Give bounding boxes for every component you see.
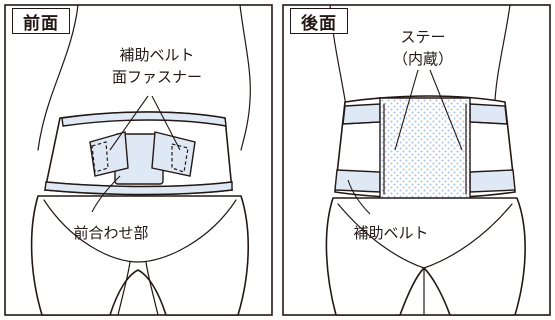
back-panel-title: 後面 (290, 8, 348, 34)
velcro-label-line1: 補助ベルト (119, 46, 195, 64)
leader-stay-right (429, 69, 463, 151)
velcro-label: 補助ベルト 面ファスナー (102, 48, 212, 85)
front-figure (30, 4, 251, 316)
aux-belt-label: 補助ベルト (353, 224, 429, 242)
stays-label-line2: （内蔵） (392, 50, 453, 68)
leader-velcro-right (151, 95, 181, 151)
stays-label-line1: ステー (400, 28, 446, 46)
back-figure (325, 4, 526, 316)
leader-velcro-left (109, 95, 149, 151)
stays-label: ステー （内蔵） (378, 30, 468, 67)
leader-aux-belt (347, 179, 371, 215)
leader-stay-left (394, 69, 419, 151)
leader-front-closure (91, 175, 121, 213)
front-panel-title: 前面 (12, 8, 70, 34)
stays-panel (379, 97, 471, 201)
front-closure-label: 前合わせ部 (73, 224, 149, 242)
velcro-label-line2: 面ファスナー (111, 68, 202, 86)
